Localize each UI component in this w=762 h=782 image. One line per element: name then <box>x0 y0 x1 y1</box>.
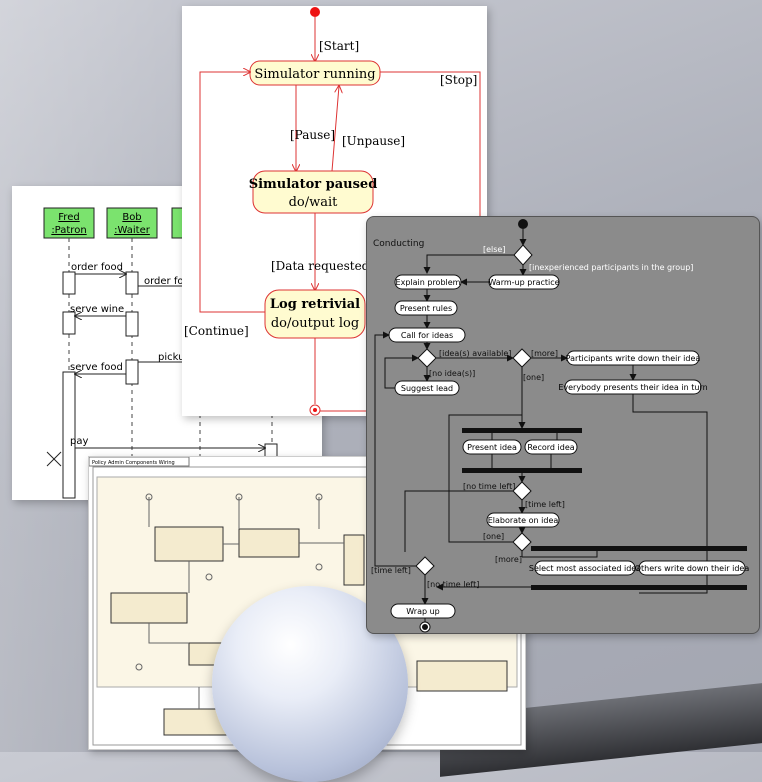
activation <box>63 372 75 498</box>
state-paused-label: Simulator paused <box>249 177 378 192</box>
fork-bar <box>462 428 582 433</box>
join-bar <box>531 585 747 590</box>
activity-initial <box>518 219 528 229</box>
guard-time-left-1: [time left] <box>525 500 565 509</box>
decision-node <box>513 533 531 551</box>
lifeline-role-fred: :Patron <box>51 225 86 236</box>
transition-stop-label: [Stop] <box>440 73 477 87</box>
action-participants-label: Participants write down their idea <box>566 354 701 363</box>
guard-no-time-2: [no time left] <box>427 580 479 589</box>
guard-inexperienced: [inexperienced participants in the group… <box>529 263 693 272</box>
guard-one-2: [one] <box>483 532 504 541</box>
action-elaborate-label: Elaborate on idea <box>488 516 559 525</box>
flow <box>427 255 514 273</box>
guard-ideas-available: [idea(s) available] <box>439 349 511 358</box>
decision-node <box>513 349 531 367</box>
transition-start-label: [Start] <box>319 39 359 53</box>
final-state-dot <box>313 408 317 412</box>
component-box <box>111 593 187 623</box>
flow <box>375 335 416 566</box>
message-order-food: order food <box>71 262 123 273</box>
lifeline-name-fred: Fred <box>58 212 79 223</box>
action-suggest-label: Suggest lead <box>401 384 453 393</box>
guard-one-1: [one] <box>523 373 544 382</box>
fork-bar <box>531 546 747 551</box>
activity-title: Conducting <box>373 239 424 249</box>
guard-no-time-1: [no time left] <box>463 482 515 491</box>
guard-more-2: [more] <box>495 555 522 564</box>
action-call-ideas-label: Call for ideas <box>401 331 453 340</box>
activity-diagram: Conducting [else] [inexperienced partici… <box>367 217 759 633</box>
message-serve-food: serve food <box>70 362 123 373</box>
action-present-rules-label: Present rules <box>400 304 452 313</box>
transition-data-label: [Data requested <box>271 259 370 273</box>
message-order-fo: order fo <box>144 276 183 287</box>
state-paused-action: do/wait <box>289 195 339 210</box>
message-pickup: picku <box>158 352 184 363</box>
activation <box>126 312 138 336</box>
decision-node <box>418 349 436 367</box>
activity-final-dot <box>422 624 428 630</box>
activation <box>63 272 75 294</box>
component-box <box>417 661 507 691</box>
component-box <box>344 535 364 585</box>
initial-state <box>310 7 320 17</box>
lifeline-role-bob: :Waiter <box>114 225 151 236</box>
action-present-idea-label: Present idea <box>467 443 517 452</box>
component-box <box>239 529 299 557</box>
action-wrap-up-label: Wrap up <box>406 607 440 616</box>
join-bar <box>462 468 582 473</box>
activity-diagram-panel: Conducting [else] [inexperienced partici… <box>366 216 760 634</box>
guard-more-1: [more] <box>531 349 558 358</box>
message-pay: pay <box>70 436 88 447</box>
guard-else: [else] <box>483 245 505 254</box>
action-explain-label: Explain problem <box>396 278 461 287</box>
transition-continue-label: [Continue] <box>184 324 249 338</box>
activation <box>126 272 138 294</box>
transition-pause-label: [Pause] <box>290 128 335 142</box>
action-record-idea-label: Record idea <box>527 443 574 452</box>
message-serve-wine: serve wine <box>70 304 124 315</box>
decision-node <box>513 482 531 500</box>
action-warm-up-label: Warm-up practice <box>488 278 559 287</box>
guard-time-left-2: [time left] <box>371 566 411 575</box>
state-log-label: Log retrivial <box>270 297 360 312</box>
state-log-action: do/output log <box>271 316 359 331</box>
action-everybody-label: Everybody presents their idea in turn <box>558 383 707 392</box>
component-box <box>155 527 223 561</box>
action-select-label: Select most associated idea <box>529 564 641 573</box>
activation <box>63 312 75 334</box>
state-running-label: Simulator running <box>254 67 375 82</box>
component-title: Policy Admin Components Wiring <box>92 460 175 466</box>
lifeline-name-bob: Bob <box>122 212 141 223</box>
transition-unpause-label: [Unpause] <box>342 134 405 148</box>
decision-node <box>416 557 434 575</box>
activation <box>126 360 138 384</box>
decision-node <box>514 245 532 265</box>
guard-no-ideas: [no idea(s)] <box>429 369 475 378</box>
action-others-label: Others write down their idea <box>635 564 750 573</box>
